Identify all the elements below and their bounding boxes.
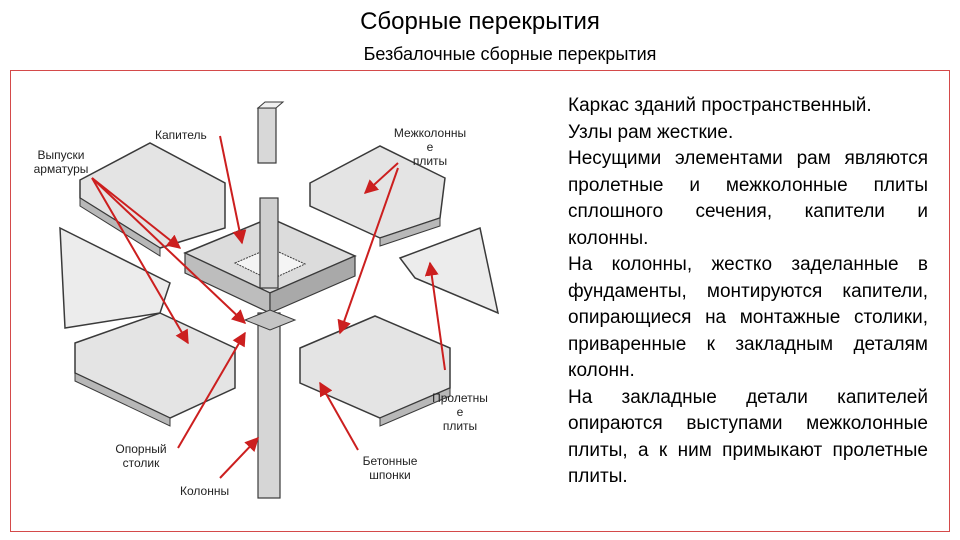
- slab-system-diagram: Капитель Выпуски арматуры Межколонны е п…: [20, 88, 540, 508]
- label-kolonny: Колонны: [180, 484, 230, 498]
- column: [243, 197, 297, 499]
- label-proletnye-line1: Пролетны: [432, 391, 488, 405]
- slab-lower-left: [74, 312, 236, 427]
- text-line-2: Узлы рам жесткие.: [568, 121, 734, 143]
- label-proletnye-plity: Пролетны е плиты: [420, 391, 500, 433]
- exploded-view-drawing: [59, 101, 500, 499]
- slab-lower-right: [299, 315, 451, 427]
- label-mezhkolonnye-line3: плиты: [412, 154, 448, 168]
- label-mezhkolonnye-line1: Межколонны: [393, 126, 467, 140]
- slab-right-wedge: [398, 226, 500, 315]
- label-mezhkolonnye-plity: Межколонны е плиты: [390, 126, 470, 168]
- text-line-4: На колонны, жестко заделанные в фундамен…: [568, 254, 928, 381]
- label-mezhkolonnye-line2: е: [426, 140, 434, 154]
- page-subtitle: Безбалочные сборные перекрытия: [363, 44, 657, 64]
- description-text: Каркас зданий пространственный. Узлы рам…: [568, 93, 928, 491]
- column-top: [256, 101, 285, 164]
- label-proletnye-line3: плиты: [442, 419, 478, 433]
- callout-arrows: [91, 135, 446, 479]
- text-line-1: Каркас зданий пространственный.: [568, 95, 872, 116]
- content-frame: [10, 70, 950, 532]
- label-betonnye-shponki: Бетонные шпонки: [362, 454, 418, 482]
- label-opornyi-stolik: Опорный столик: [115, 442, 167, 470]
- label-proletnye-line2: е: [456, 405, 464, 419]
- text-line-5: На закладные детали капителей опираются …: [568, 386, 928, 488]
- label-vypuski-armatury: Выпуски арматуры: [33, 148, 89, 176]
- slab-upper-left: [79, 142, 226, 257]
- page-title: Сборные перекрытия: [360, 8, 600, 35]
- text-line-3: Несущими элементами рам являются пролетн…: [568, 148, 928, 249]
- label-kapitel: Капитель: [155, 128, 207, 142]
